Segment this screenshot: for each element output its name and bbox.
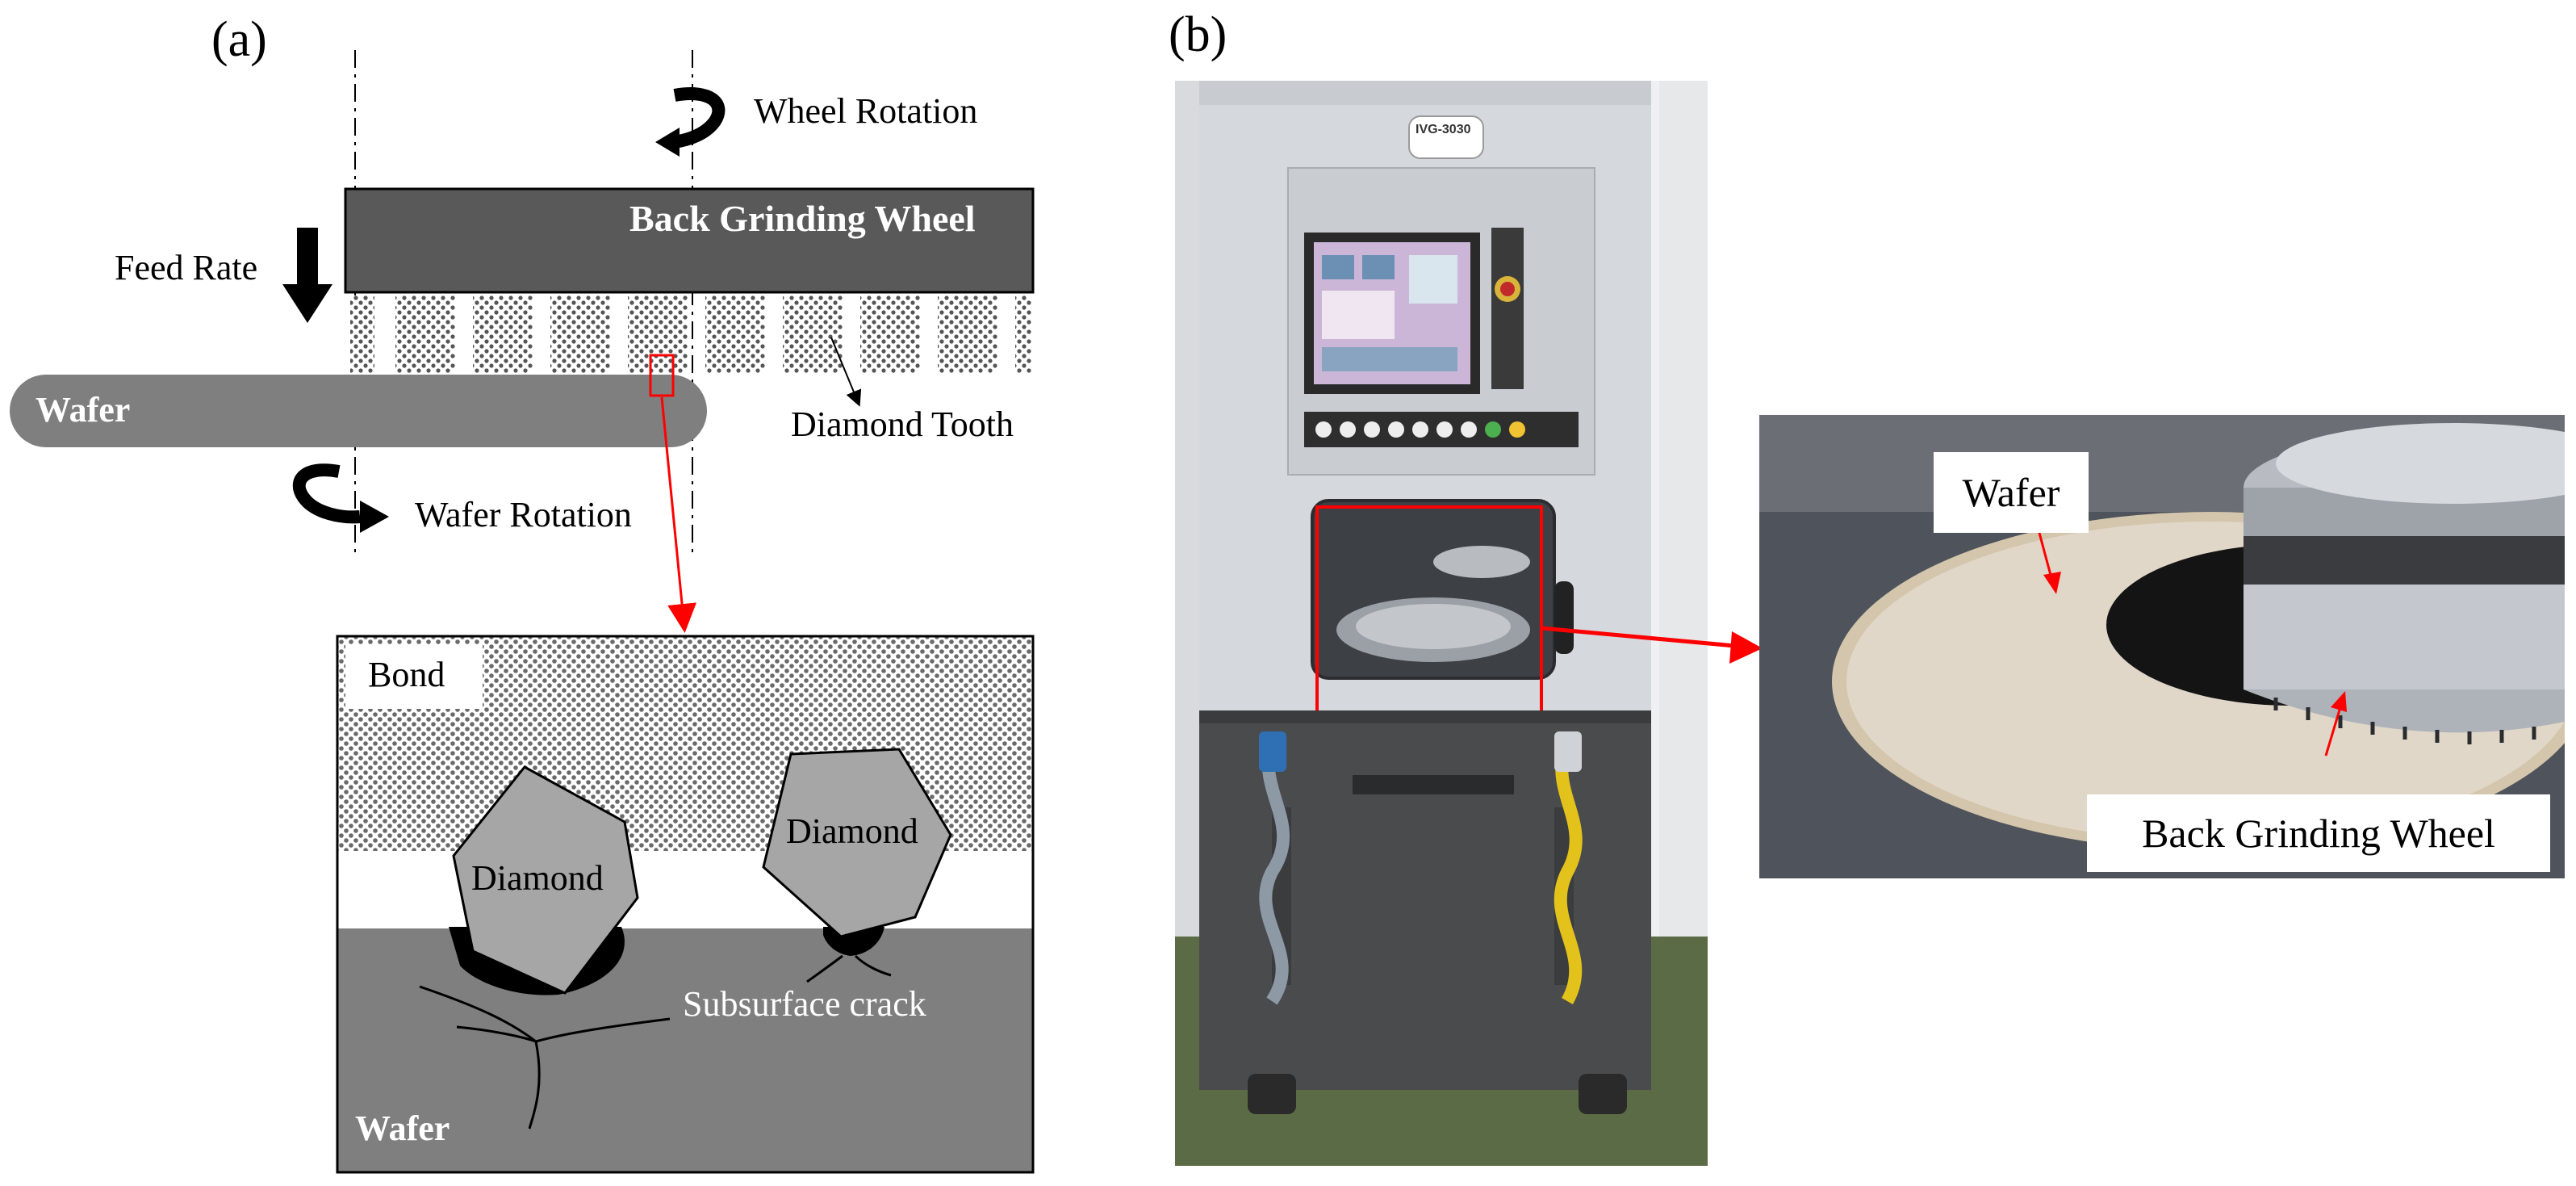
contact-detail: [336, 635, 1035, 1174]
wafer-callout: Wafer: [1934, 452, 2089, 533]
back-grinding-wheel-callout: Back Grinding Wheel: [2087, 794, 2550, 872]
wheel-rotation-icon: [655, 87, 726, 157]
diamond-tooth: [395, 295, 455, 373]
wheel-rotation-label: Wheel Rotation: [754, 91, 978, 131]
diamond-tooth-pointer: [830, 337, 862, 407]
diamond-tooth: [473, 295, 533, 373]
wafer-label: Wafer: [36, 390, 131, 430]
diamond-label-2: Diamond: [786, 811, 918, 851]
diamond-tooth: [938, 295, 997, 373]
panel-a-schematic: [10, 50, 1035, 1174]
subsurface-crack-label: Subsurface crack: [683, 984, 926, 1024]
diamond-tooth-label: Diamond Tooth: [791, 404, 1014, 444]
feed-rate-label: Feed Rate: [115, 248, 258, 287]
diamond-tooth: [350, 295, 374, 373]
panel-b-label: (b): [1169, 7, 1227, 62]
back-grinding-wheel-label: Back Grinding Wheel: [629, 198, 976, 239]
feed-rate-arrow-icon: [282, 228, 332, 323]
panel-a-label: (a): [211, 12, 267, 67]
zoom-highlight-box: [649, 354, 675, 397]
subsurface-cracks: [419, 954, 892, 1129]
detail-wafer-label: Wafer: [355, 1108, 450, 1148]
wafer-layer: [337, 928, 1033, 1172]
wafer-body: [10, 375, 707, 447]
wafer-rotation-icon: [292, 463, 389, 533]
diamond-tooth: [783, 295, 843, 373]
bond-label: Bond: [368, 655, 445, 694]
diamond-teeth: [350, 295, 1031, 373]
zoom-arrow: [660, 396, 696, 633]
machine-model-plate: IVG-3030: [1416, 123, 1471, 136]
diamond-tooth: [550, 295, 610, 373]
diamond-tooth: [1015, 295, 1031, 373]
diamond-grain: [762, 748, 952, 938]
diamond-label-1: Diamond: [471, 858, 604, 898]
diamond-grain: [452, 765, 639, 995]
diamond-tooth: [705, 295, 765, 373]
back-grinding-wheel: [344, 187, 1035, 294]
diamond-tooth: [860, 295, 920, 373]
diamond-tooth: [628, 295, 688, 373]
grinding-machine-photo: [1175, 81, 1708, 1166]
wafer-rotation-label: Wafer Rotation: [415, 495, 632, 534]
